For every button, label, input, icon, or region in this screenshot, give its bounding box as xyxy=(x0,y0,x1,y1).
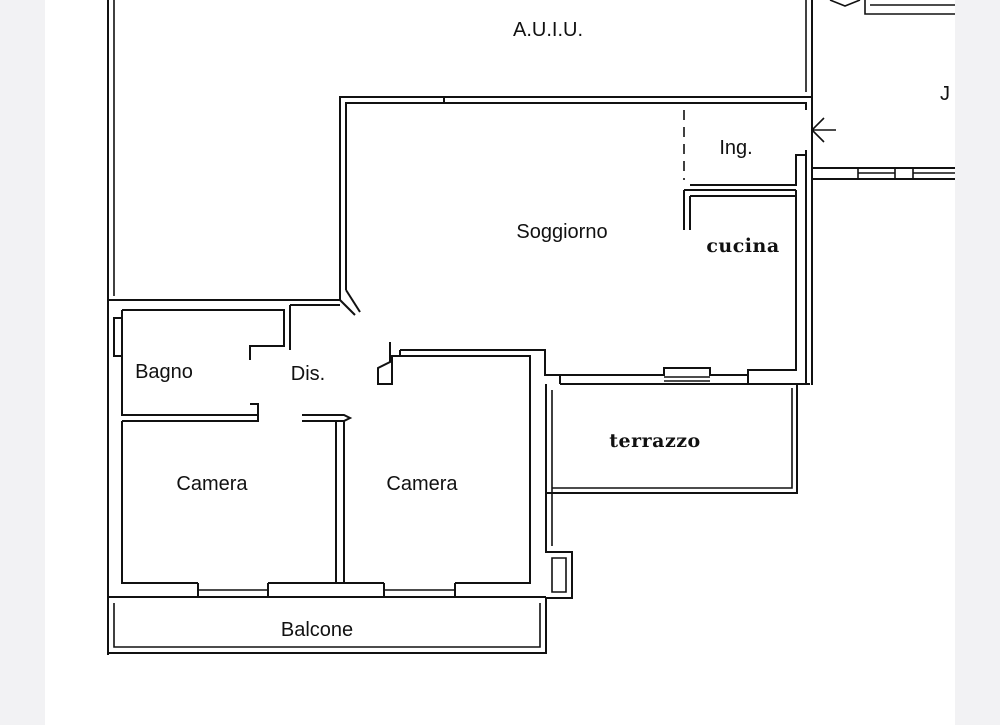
room-label-camera-left: Camera xyxy=(176,473,248,495)
room-label-camera-right: Camera xyxy=(386,473,458,495)
room-label-dis: Dis. xyxy=(291,363,325,385)
room-label-auiu: A.U.I.U. xyxy=(513,19,583,41)
room-label-cucina: cucina xyxy=(706,235,779,257)
room-label-bagno: Bagno xyxy=(135,361,193,383)
bathroom-walls xyxy=(107,300,291,655)
room-label-edge-fragment: J xyxy=(940,83,950,105)
floorplan-page xyxy=(45,0,955,725)
room-label-terrazzo: terrazzo xyxy=(609,430,700,452)
room-label-balcone: Balcone xyxy=(281,619,353,641)
adjacent-unit-walls xyxy=(811,0,955,385)
balcony-walls xyxy=(107,597,547,654)
room-label-ing: Ing. xyxy=(719,137,752,159)
living-room-walls xyxy=(339,98,810,385)
terrace-walls xyxy=(545,384,798,599)
room-label-soggiorno: Soggiorno xyxy=(516,221,607,243)
bedroom-walls xyxy=(108,355,546,598)
hallway-walls xyxy=(290,304,401,422)
entrance-arrow-icon xyxy=(810,117,836,143)
